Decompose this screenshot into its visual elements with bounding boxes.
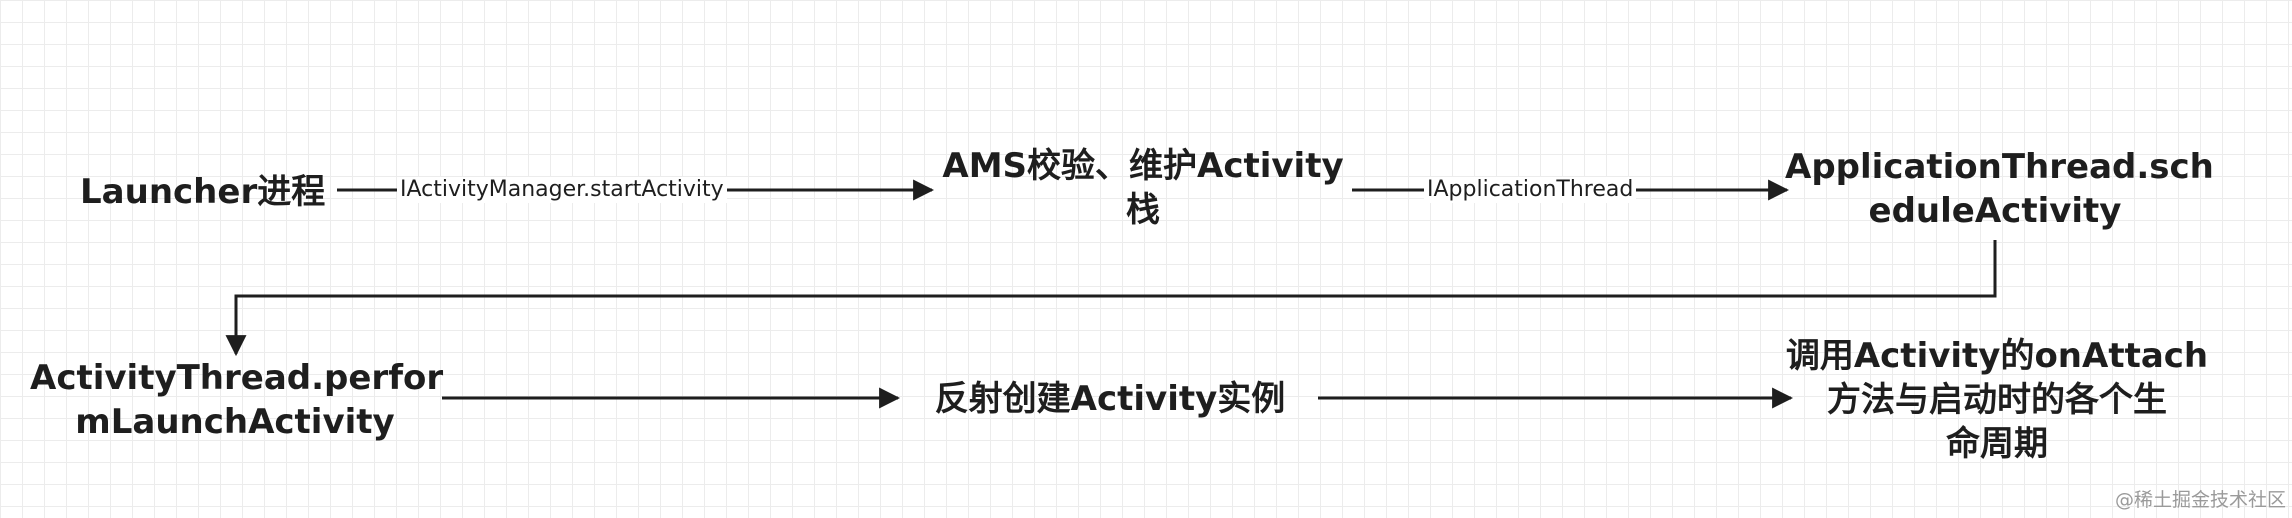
node-reflect-create: 反射创建Activity实例 (910, 377, 1310, 421)
edge-label-application-thread: IApplicationThread (1424, 177, 1637, 203)
arrow-app-thread-to-activity-thread (225, 240, 1997, 357)
edge-label-start-activity: IActivityManager.startActivity (397, 177, 727, 203)
node-activity-thread-line-1: ActivityThread.perfor (30, 358, 444, 398)
node-lifecycle: 调用Activity的onAttach 方法与启动时的各个生 命周期 (1782, 334, 2212, 466)
node-lifecycle-line-3: 命周期 (1946, 424, 2048, 464)
node-app-thread-line-2: eduleActivity (1868, 191, 2122, 231)
node-ams-line-2: 栈 (1126, 190, 1160, 230)
node-launcher-label: Launcher进程 (80, 172, 326, 212)
node-lifecycle-line-1: 调用Activity的onAttach (1785, 336, 2209, 376)
node-activity-thread: ActivityThread.perfor mLaunchActivity (30, 356, 444, 444)
node-application-thread: ApplicationThread.sch eduleActivity (1785, 145, 2214, 233)
node-app-thread-line-1: ApplicationThread.sch (1785, 147, 2214, 187)
node-reflect-label: 反射创建Activity实例 (934, 379, 1286, 419)
node-ams-line-1: AMS校验、维护Activity (942, 146, 1344, 186)
node-launcher-process: Launcher进程 (80, 170, 325, 214)
node-lifecycle-line-2: 方法与启动时的各个生 (1827, 380, 2167, 420)
node-activity-thread-line-2: mLaunchActivity (75, 402, 395, 442)
node-ams-verify: AMS校验、维护Activity 栈 (928, 144, 1358, 232)
watermark: @稀土掘金技术社区 (2114, 489, 2286, 511)
